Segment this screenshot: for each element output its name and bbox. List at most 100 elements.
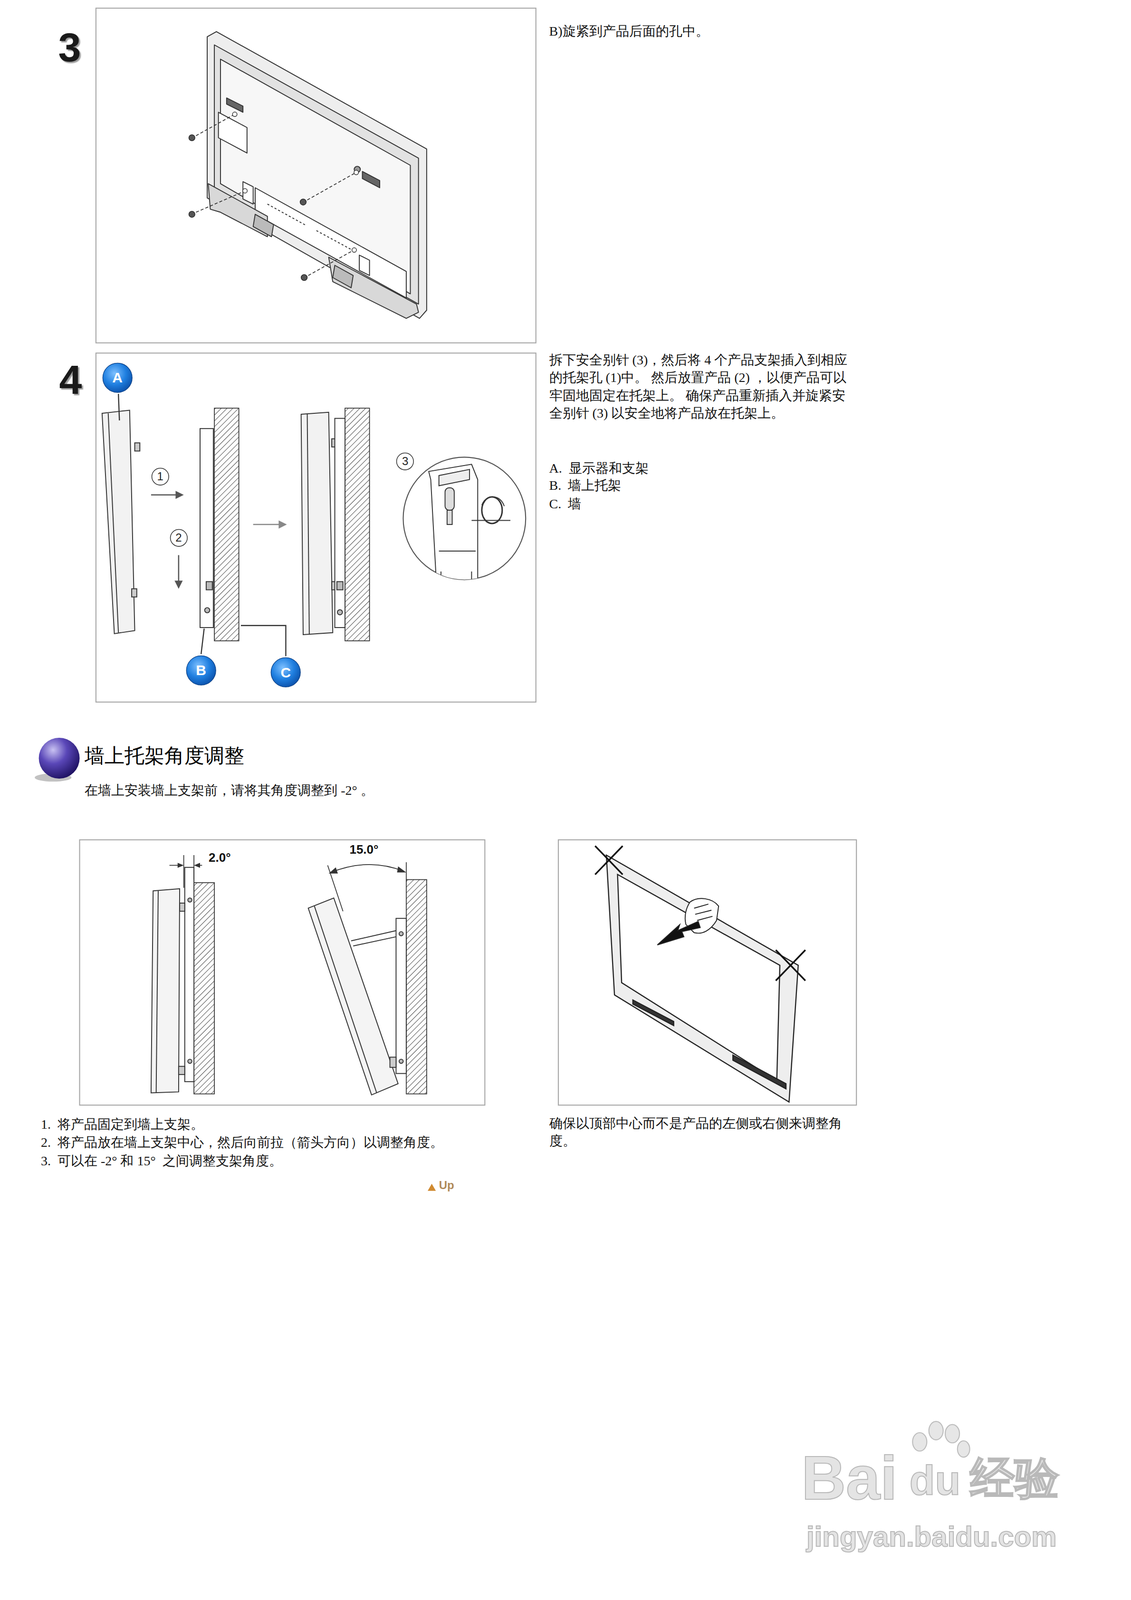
direction-arrow xyxy=(174,580,183,589)
callout-number: 1 xyxy=(151,467,170,487)
wall-bracket xyxy=(399,1059,404,1064)
wall-bracket xyxy=(206,581,213,590)
monitor-side-view xyxy=(156,891,159,1093)
angle-value: 2.0° xyxy=(207,851,233,865)
callout-text: 2 xyxy=(175,532,182,544)
legend-item: A. 显示器和支架 xyxy=(549,459,649,478)
tv-back-illustration xyxy=(362,171,381,188)
watermark-paw xyxy=(912,1421,970,1458)
leader-line xyxy=(118,393,286,657)
monitor-side-view xyxy=(102,410,135,634)
leader-line xyxy=(118,393,120,421)
watermark-paw xyxy=(929,1421,944,1441)
screw-guide-line xyxy=(307,173,355,201)
heading-sphere-icon xyxy=(38,738,80,779)
cross-mark xyxy=(594,846,623,875)
hand-pull-arrow xyxy=(657,921,700,946)
cross-mark xyxy=(594,846,623,875)
screw-guide-line xyxy=(195,115,233,136)
callout-circle-shape xyxy=(396,452,414,470)
callout-number: 3 xyxy=(395,452,415,471)
angle-dimension xyxy=(397,866,407,873)
monitor-side-view xyxy=(131,588,137,597)
monitor-perspective xyxy=(606,855,799,1103)
hand-pull-arrow xyxy=(694,904,713,921)
safety-pin-detail xyxy=(428,464,511,592)
screw-hole xyxy=(242,188,248,193)
tv-back-illustration xyxy=(359,255,370,276)
tv-back-illustration xyxy=(218,112,248,154)
watermark: du xyxy=(909,1459,961,1502)
direction-arrow xyxy=(175,490,184,499)
monitor-side-view xyxy=(314,906,377,1093)
wall-bracket xyxy=(187,898,192,903)
angle-dimension xyxy=(328,867,338,874)
direction-arrow xyxy=(151,494,178,496)
watermark-url: jingyan.baidu.com xyxy=(806,1523,1057,1552)
safety-pin-detail xyxy=(471,520,511,522)
wall-bracket xyxy=(204,607,211,614)
screw-guide-line xyxy=(195,115,355,276)
safety-pin-detail xyxy=(470,571,472,593)
numbered-step: 1. 将产品固定到墙上支架。 xyxy=(40,1115,204,1134)
angle-dimension xyxy=(193,855,195,881)
angle-dimension xyxy=(327,865,344,912)
tv-back-illustration xyxy=(214,45,419,305)
tv-back-illustration xyxy=(207,31,427,319)
figure-frame xyxy=(95,353,537,703)
step-number: 4 xyxy=(59,359,83,401)
callout-circle-shape xyxy=(186,655,216,686)
section-heading: 墙上托架角度调整 xyxy=(84,744,245,768)
monitor-side-view xyxy=(301,412,334,635)
monitor-side-view xyxy=(308,898,399,1096)
callout-letter: B xyxy=(185,655,217,686)
angle-dimension xyxy=(169,855,407,912)
monitor-side-view xyxy=(151,889,180,1094)
screw-hole xyxy=(232,112,359,253)
callout-text: A xyxy=(112,370,123,385)
watermark-paw xyxy=(945,1425,960,1444)
safety-pin-detail xyxy=(428,464,478,592)
wall-bracket xyxy=(395,918,406,1074)
screw-hole xyxy=(352,248,357,253)
angle-dimension xyxy=(405,862,407,882)
safety-pin-detail xyxy=(447,510,453,525)
callout-letter: C xyxy=(270,657,301,688)
monitor-side-view xyxy=(108,413,119,633)
safety-pin-detail xyxy=(445,488,455,511)
cross-mark xyxy=(775,950,806,981)
instruction-text: B)旋紧到产品后面的孔中。 xyxy=(549,22,882,41)
figure-frame xyxy=(79,8,857,1106)
figure-frame xyxy=(558,840,857,1106)
safety-pin-detail xyxy=(439,550,476,552)
safety-pin-detail xyxy=(481,497,503,524)
figure-frame xyxy=(95,8,537,344)
monitor-side-view xyxy=(351,930,397,941)
monitor-side-view xyxy=(179,903,185,912)
callout-text: B xyxy=(195,663,207,678)
cross-mark xyxy=(775,950,806,981)
tv-back-illustration xyxy=(207,31,427,319)
wall-bracket xyxy=(399,931,404,937)
wall-bracket xyxy=(337,609,343,615)
up-arrow-icon xyxy=(427,1184,436,1192)
angle-dimension xyxy=(193,862,201,869)
callout-circle-shape xyxy=(271,658,301,688)
tv-back-illustration xyxy=(253,214,274,237)
monitor-side-view xyxy=(178,1066,185,1075)
wall xyxy=(406,880,427,1095)
monitor-side-view xyxy=(151,889,399,1096)
callout-letter: A xyxy=(102,362,133,393)
legend-item: B. 墙上托架 xyxy=(549,476,622,495)
monitor-side-view xyxy=(307,414,310,635)
leader-line xyxy=(240,625,287,657)
direction-arrow xyxy=(151,490,288,589)
angle-dimension xyxy=(330,864,405,873)
up-link: Up xyxy=(439,1179,455,1192)
callout-text: C xyxy=(280,665,292,681)
tv-back-illustration xyxy=(316,230,353,250)
safety-pin-detail xyxy=(402,457,526,593)
